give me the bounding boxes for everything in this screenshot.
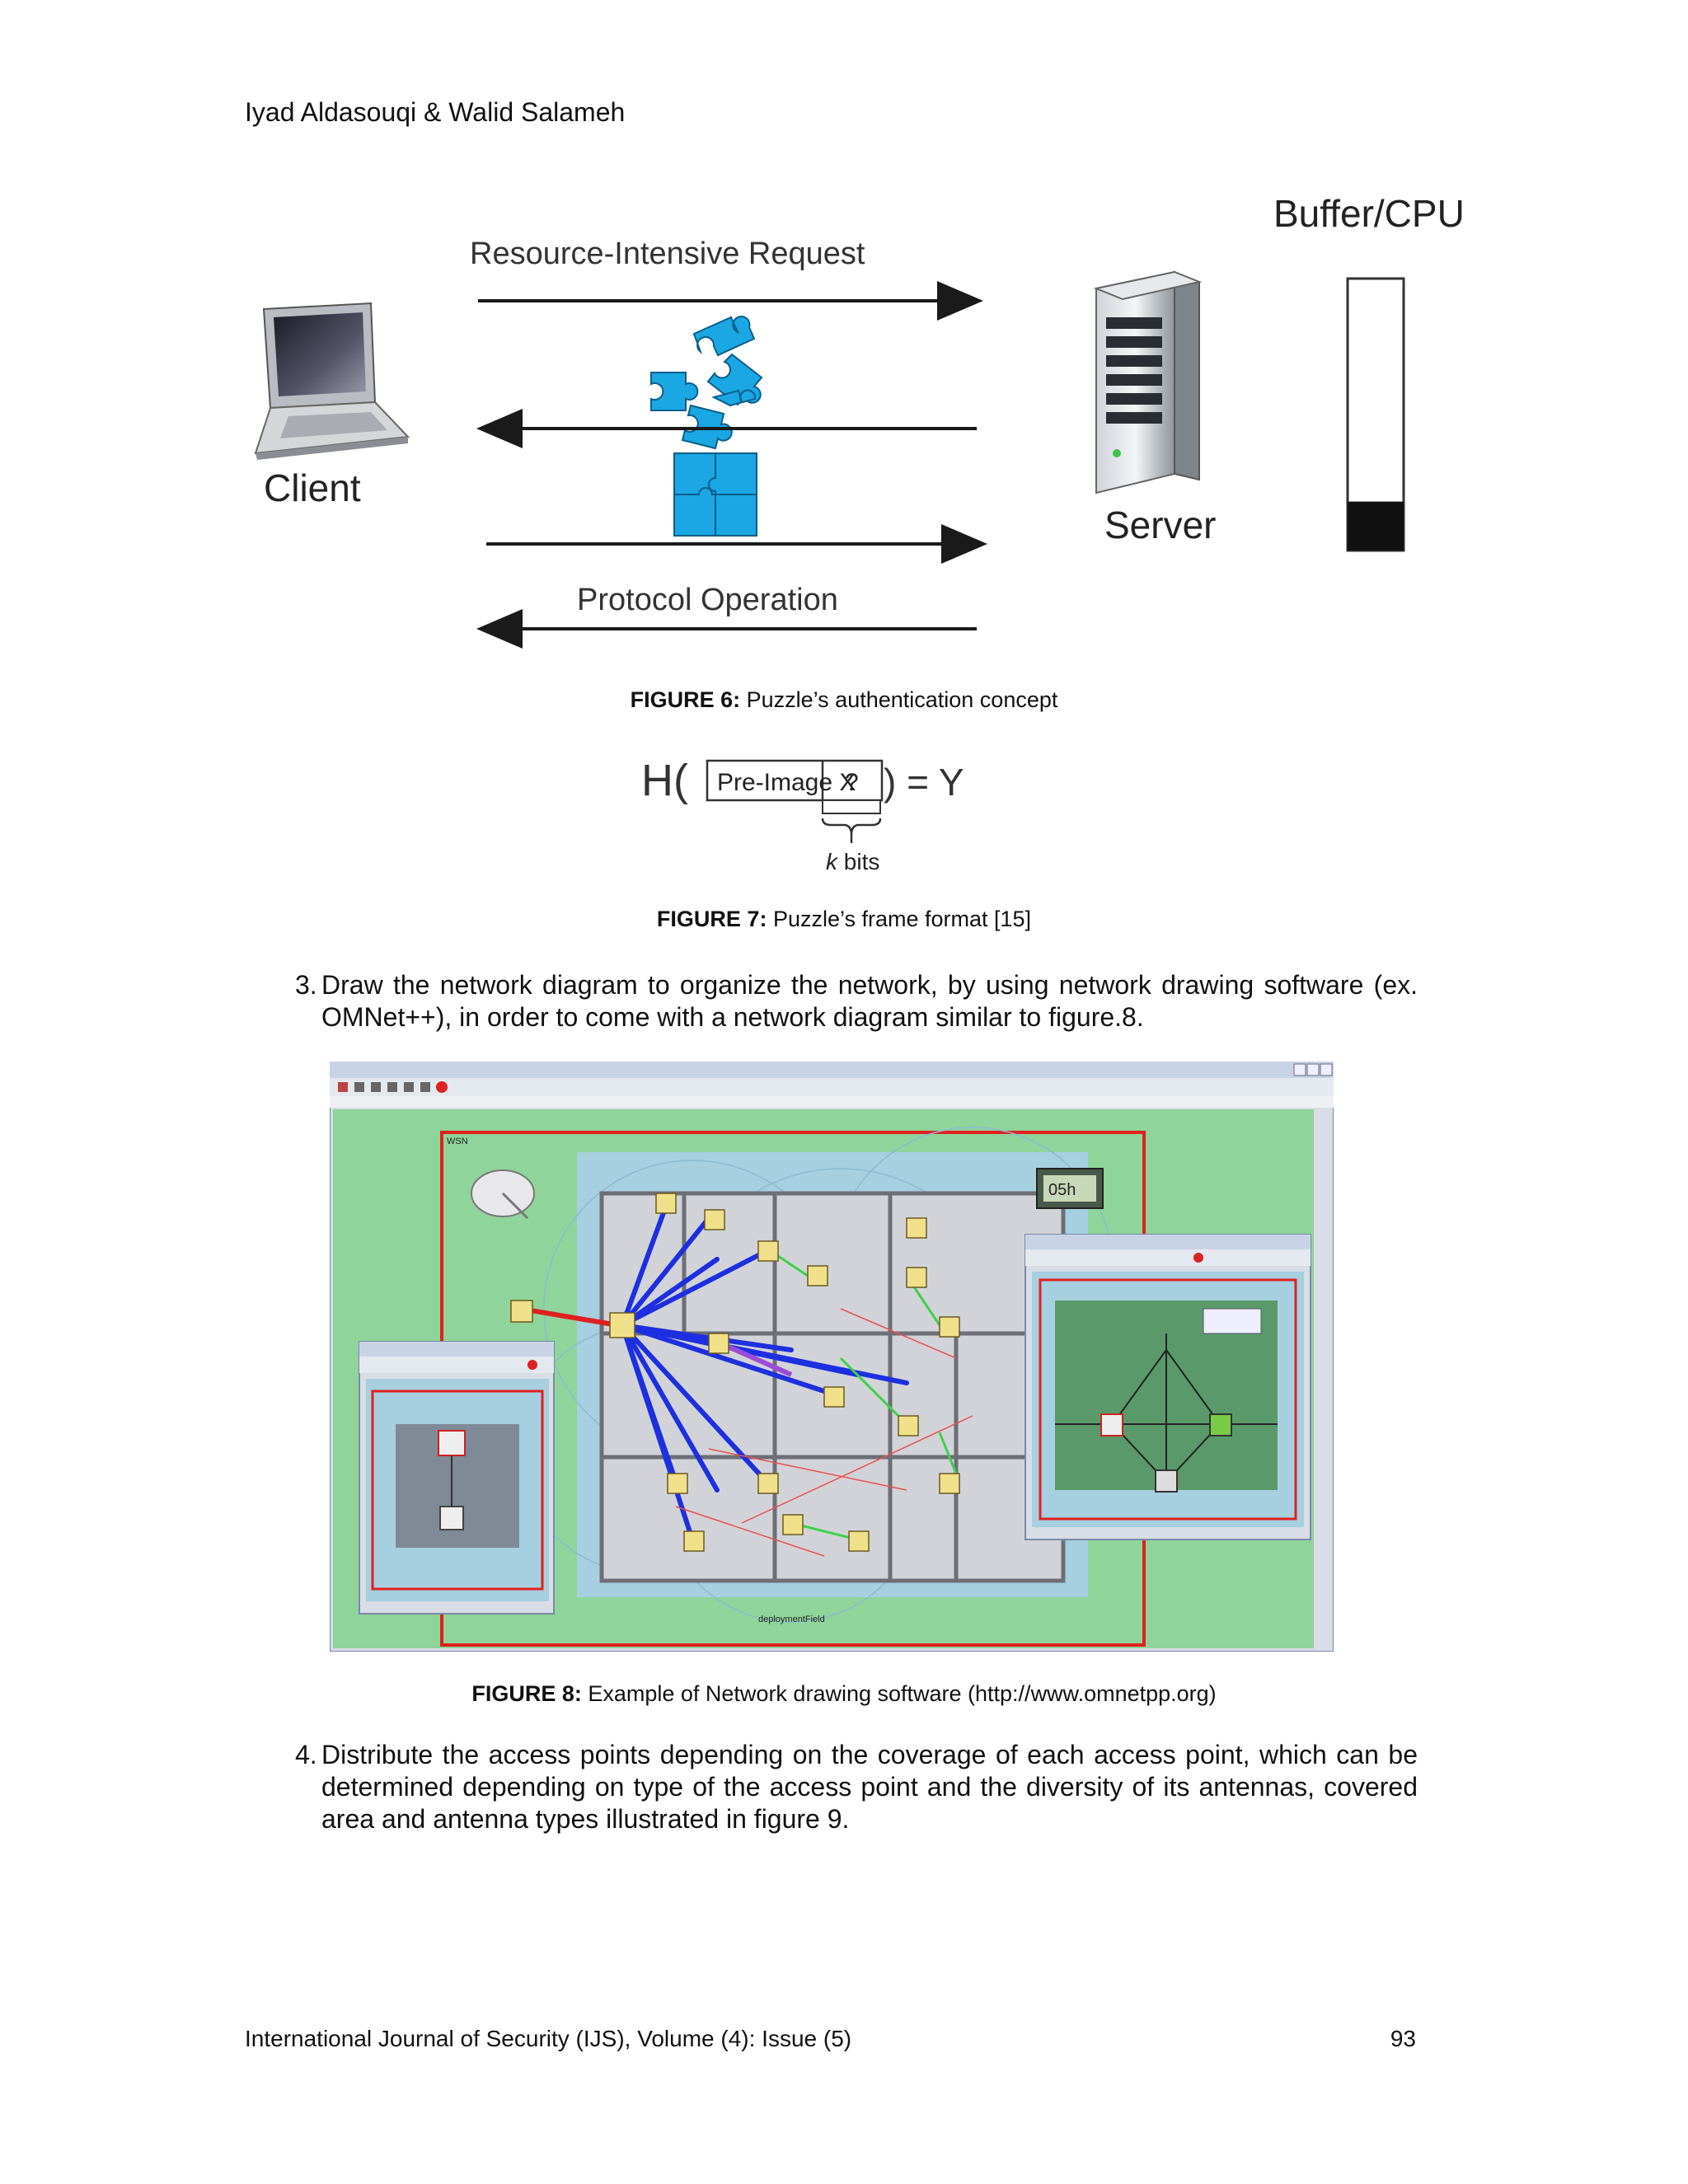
unknown-bits-shadow [822, 799, 881, 814]
window-toolbar [330, 1078, 1334, 1096]
output-label: ) = Y [884, 761, 964, 804]
wsn-label: WSN [447, 1137, 468, 1146]
network-links [620, 1199, 909, 1542]
unknown-bits-label: ? [845, 769, 859, 796]
k-bits-label: k bits [826, 849, 879, 874]
pre-image-box [706, 759, 884, 802]
list-number: 4. [295, 1740, 317, 1769]
sensor-nodes [510, 1193, 960, 1552]
list-text: Distribute the access points depending o… [321, 1740, 1418, 1834]
buffer-bar-fill [1348, 501, 1404, 551]
figure-7: H( Pre-Image X ? ) = Y k bits [641, 756, 964, 874]
figure-7-caption: FIGURE 7: Puzzle’s frame format [15] [656, 907, 1032, 931]
figure-8-omnetpp-screenshot: WSN deploymentField [330, 1062, 1334, 1652]
request-label: Resource-Intensive Request [470, 237, 865, 271]
figure-6-caption: FIGURE 6: Puzzle’s authentication concep… [630, 687, 1058, 712]
list-number: 3. [295, 970, 317, 1000]
communication-module-window [359, 1341, 555, 1615]
footer-journal: International Journal of Security (IJS),… [245, 2026, 852, 2051]
lcd-display-icon: 05h [1036, 1168, 1104, 1209]
satellite-dish-icon [471, 1169, 535, 1220]
k-bits-brace [821, 818, 882, 834]
solved-puzzle-icon [673, 452, 757, 537]
list-item-4: 4. Distribute the access points dependin… [295, 1739, 1418, 1838]
running-header: Iyad Aldasouqi & Walid Salameh [245, 97, 626, 127]
footer-page-number: 93 [1390, 2026, 1416, 2051]
deployment-label: deploymentField [758, 1615, 825, 1624]
figure-6: Buffer/CPU Resource-Intensive Request Pr… [254, 192, 1465, 649]
lcd-time: 05h [1048, 1181, 1076, 1199]
protocol-label: Protocol Operation [577, 583, 838, 617]
buffer-cpu-label: Buffer/CPU [1273, 192, 1465, 235]
window-titlebar [330, 1062, 1334, 1078]
figure-8-caption: FIGURE 8: Example of Network drawing sof… [471, 1681, 1217, 1706]
pre-image-label: Pre-Image X [717, 769, 856, 796]
list-item-3: 3. Draw the network diagram to organize … [295, 969, 1418, 1035]
server-icon [1093, 270, 1203, 494]
laptop-icon [254, 302, 410, 460]
list-text: Draw the network diagram to organize the… [321, 970, 1418, 1032]
client-label: Client [264, 466, 361, 509]
hash-function-label: H( [641, 756, 688, 805]
node-module-window [1025, 1234, 1311, 1540]
server-label: Server [1104, 504, 1216, 546]
